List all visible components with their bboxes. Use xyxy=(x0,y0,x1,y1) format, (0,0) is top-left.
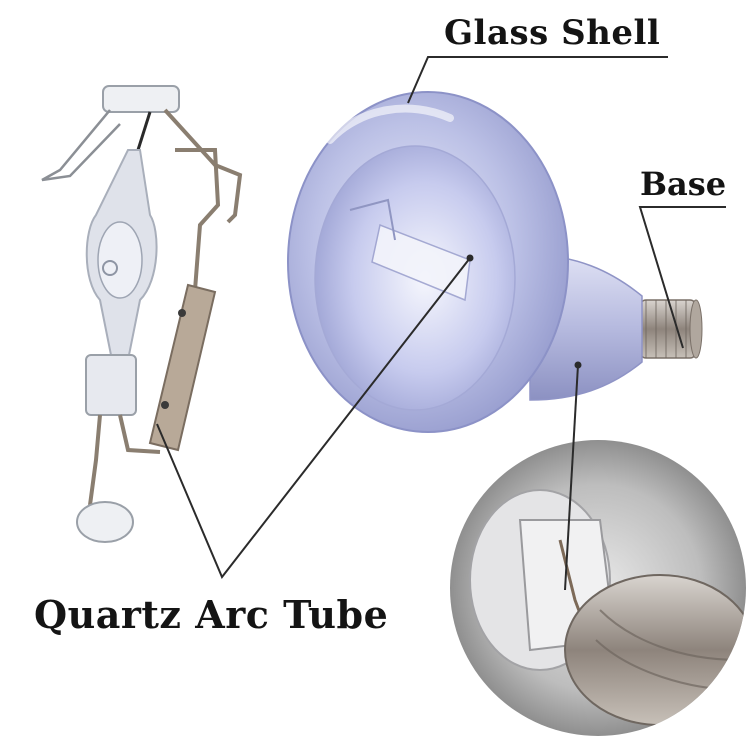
glass-bead xyxy=(76,501,134,543)
inset-base-metal xyxy=(564,574,746,726)
electrode xyxy=(102,260,118,276)
lead-wire xyxy=(136,111,152,151)
glass-shell-label: Glass Shell xyxy=(444,13,661,53)
inner-wire xyxy=(349,198,396,241)
arc-chamber xyxy=(97,221,143,299)
support-wire xyxy=(41,109,121,182)
quartz-arc-tube-label: Quartz Arc Tube xyxy=(34,592,389,637)
inner-arc-tube xyxy=(371,223,471,302)
arc-tube-assembly xyxy=(41,85,243,543)
inset-closeup xyxy=(450,440,746,736)
leader-dot xyxy=(574,361,582,369)
base-label: Base xyxy=(640,165,727,203)
frame-rod-2 xyxy=(175,148,221,291)
frame-rod xyxy=(163,108,243,224)
top-pinch-block xyxy=(102,85,180,113)
base-inset-leader xyxy=(564,364,579,591)
glass-highlight xyxy=(326,104,454,144)
reflector-lamp xyxy=(287,91,703,433)
lower-lead xyxy=(88,414,102,506)
leader-dot xyxy=(466,254,474,262)
arc-tube-leader xyxy=(156,257,471,579)
base-leader xyxy=(638,206,726,349)
rivet xyxy=(178,309,186,317)
lower-pinch xyxy=(85,354,137,416)
glass-shell-leader xyxy=(407,56,668,104)
lower-lead-2 xyxy=(118,414,161,454)
rivet xyxy=(161,401,169,409)
leader-lines xyxy=(156,56,726,591)
